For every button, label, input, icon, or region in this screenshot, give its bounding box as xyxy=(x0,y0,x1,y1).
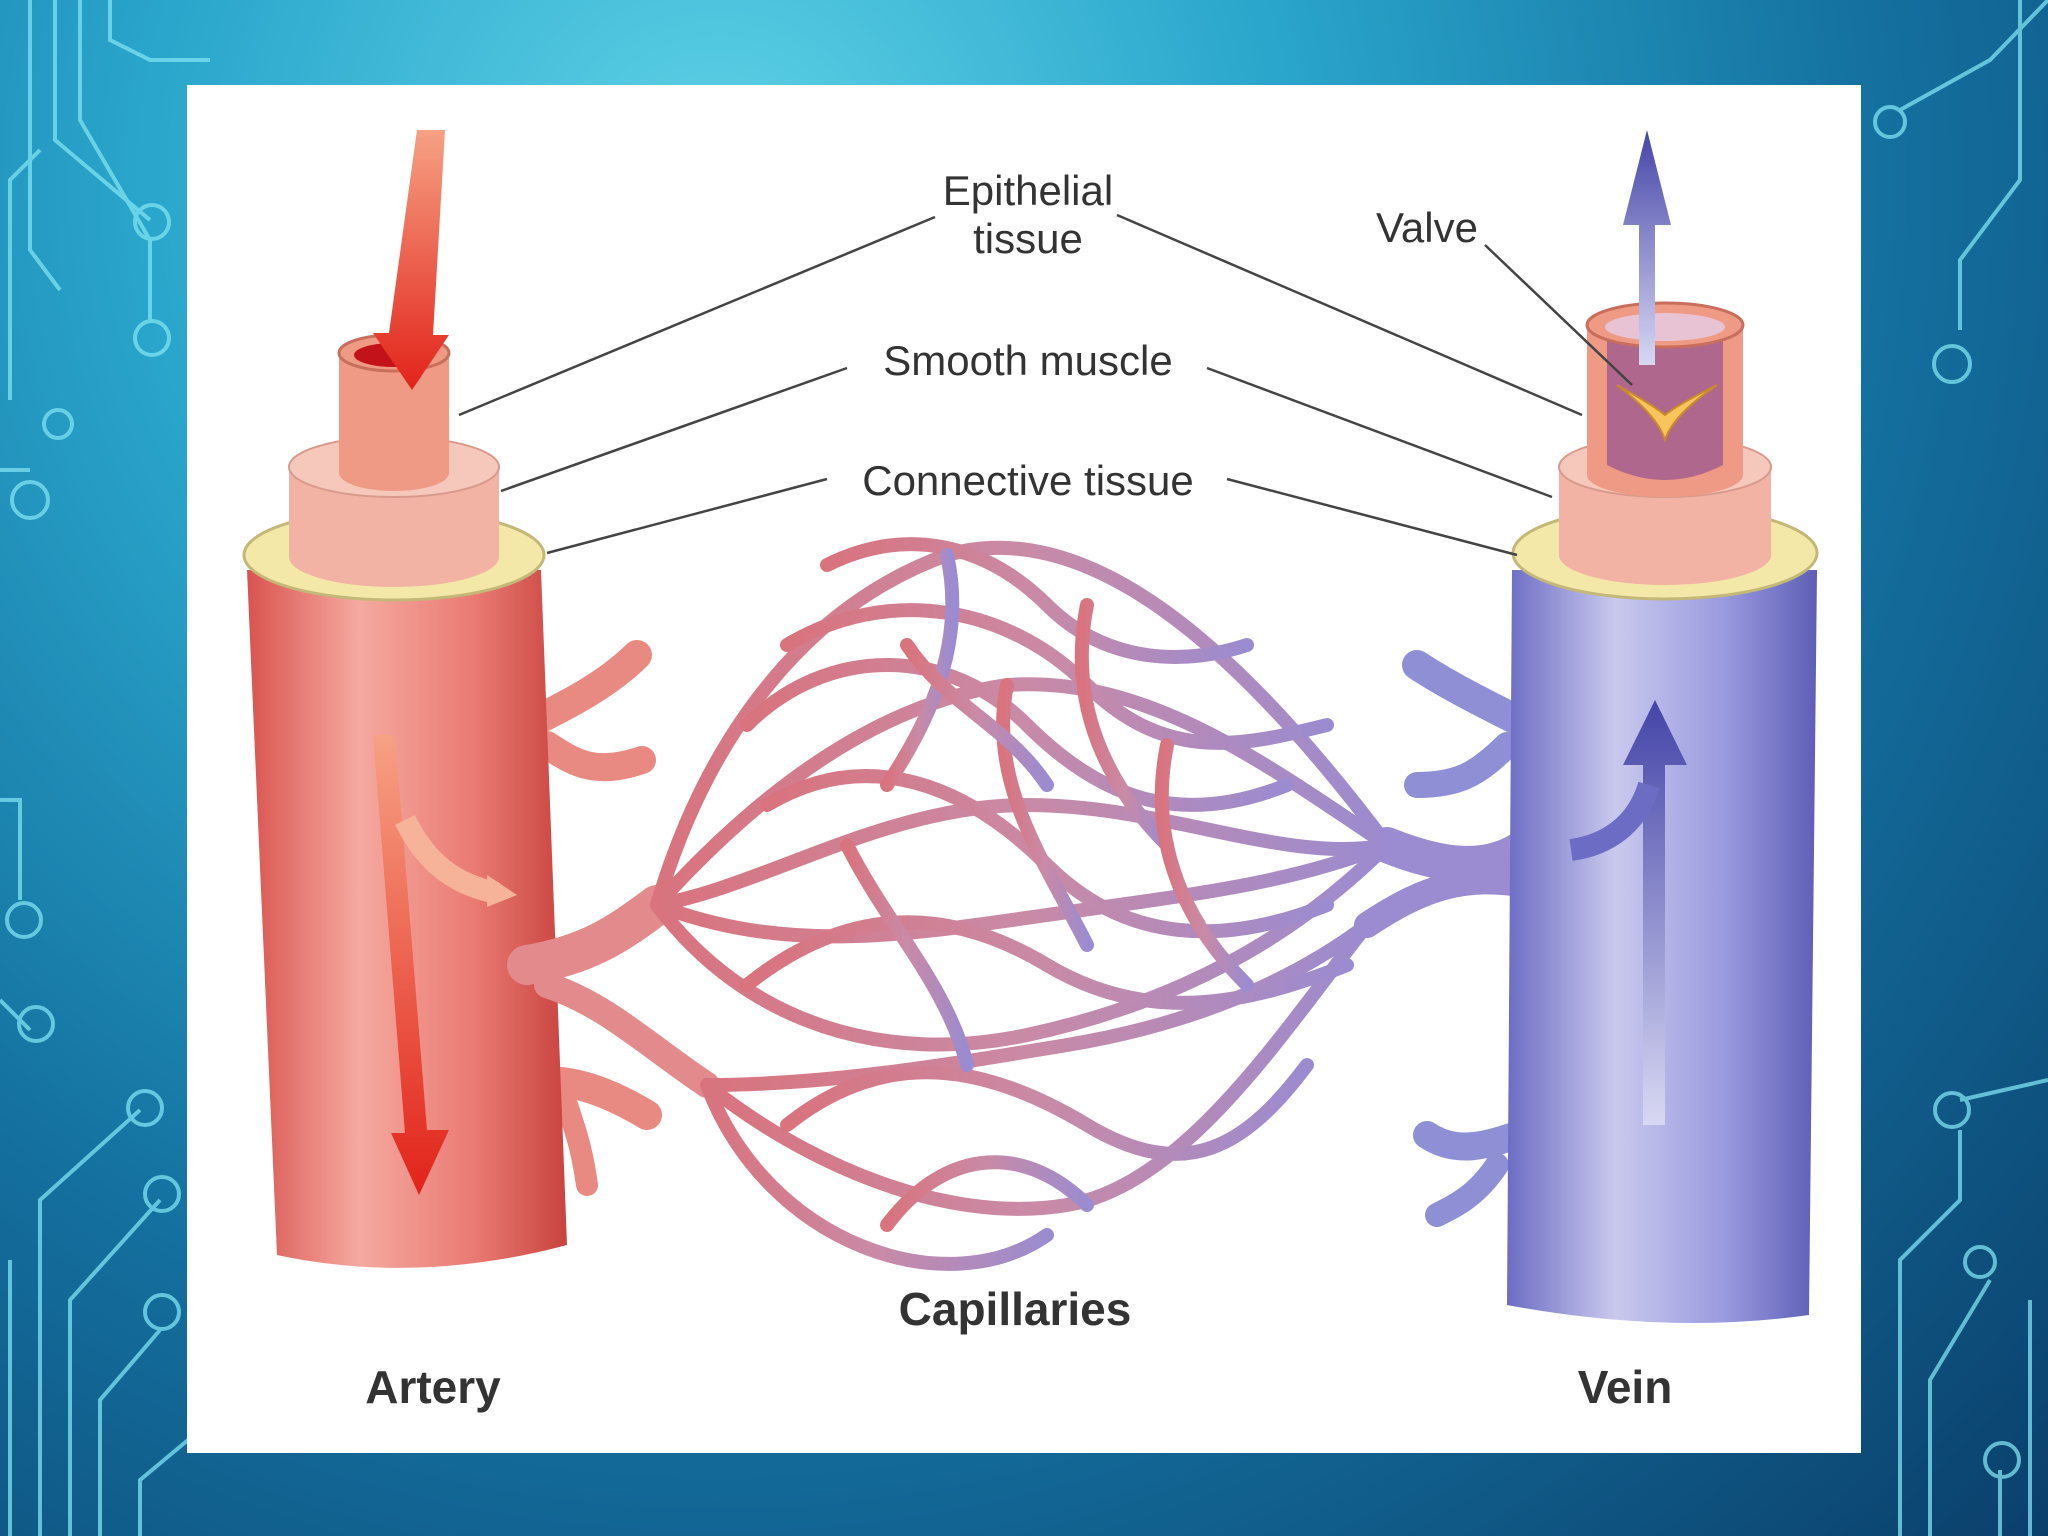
circulatory-vessels-diagram: Epithelial tissue Smooth muscle Connecti… xyxy=(242,130,1819,1413)
vein-label: Vein xyxy=(1578,1361,1673,1413)
smooth-muscle-label: Smooth muscle xyxy=(883,337,1172,384)
venous-flow-arrows xyxy=(1569,130,1687,1125)
valve-label: Valve xyxy=(1376,204,1478,251)
artery-label: Artery xyxy=(365,1361,501,1413)
vein xyxy=(1402,301,1819,1323)
arterial-flow-arrows xyxy=(373,130,517,1195)
diagram-panel: Epithelial tissue Smooth muscle Connecti… xyxy=(187,85,1861,1453)
callout-lines xyxy=(458,213,1633,557)
connective-tissue-label: Connective tissue xyxy=(862,457,1194,504)
capillaries-label: Capillaries xyxy=(899,1283,1132,1335)
epithelial-tissue-label-line2: tissue xyxy=(973,215,1083,262)
capillary-network xyxy=(507,537,1545,1271)
artery xyxy=(242,333,662,1268)
epithelial-tissue-label-line1: Epithelial xyxy=(943,167,1113,214)
